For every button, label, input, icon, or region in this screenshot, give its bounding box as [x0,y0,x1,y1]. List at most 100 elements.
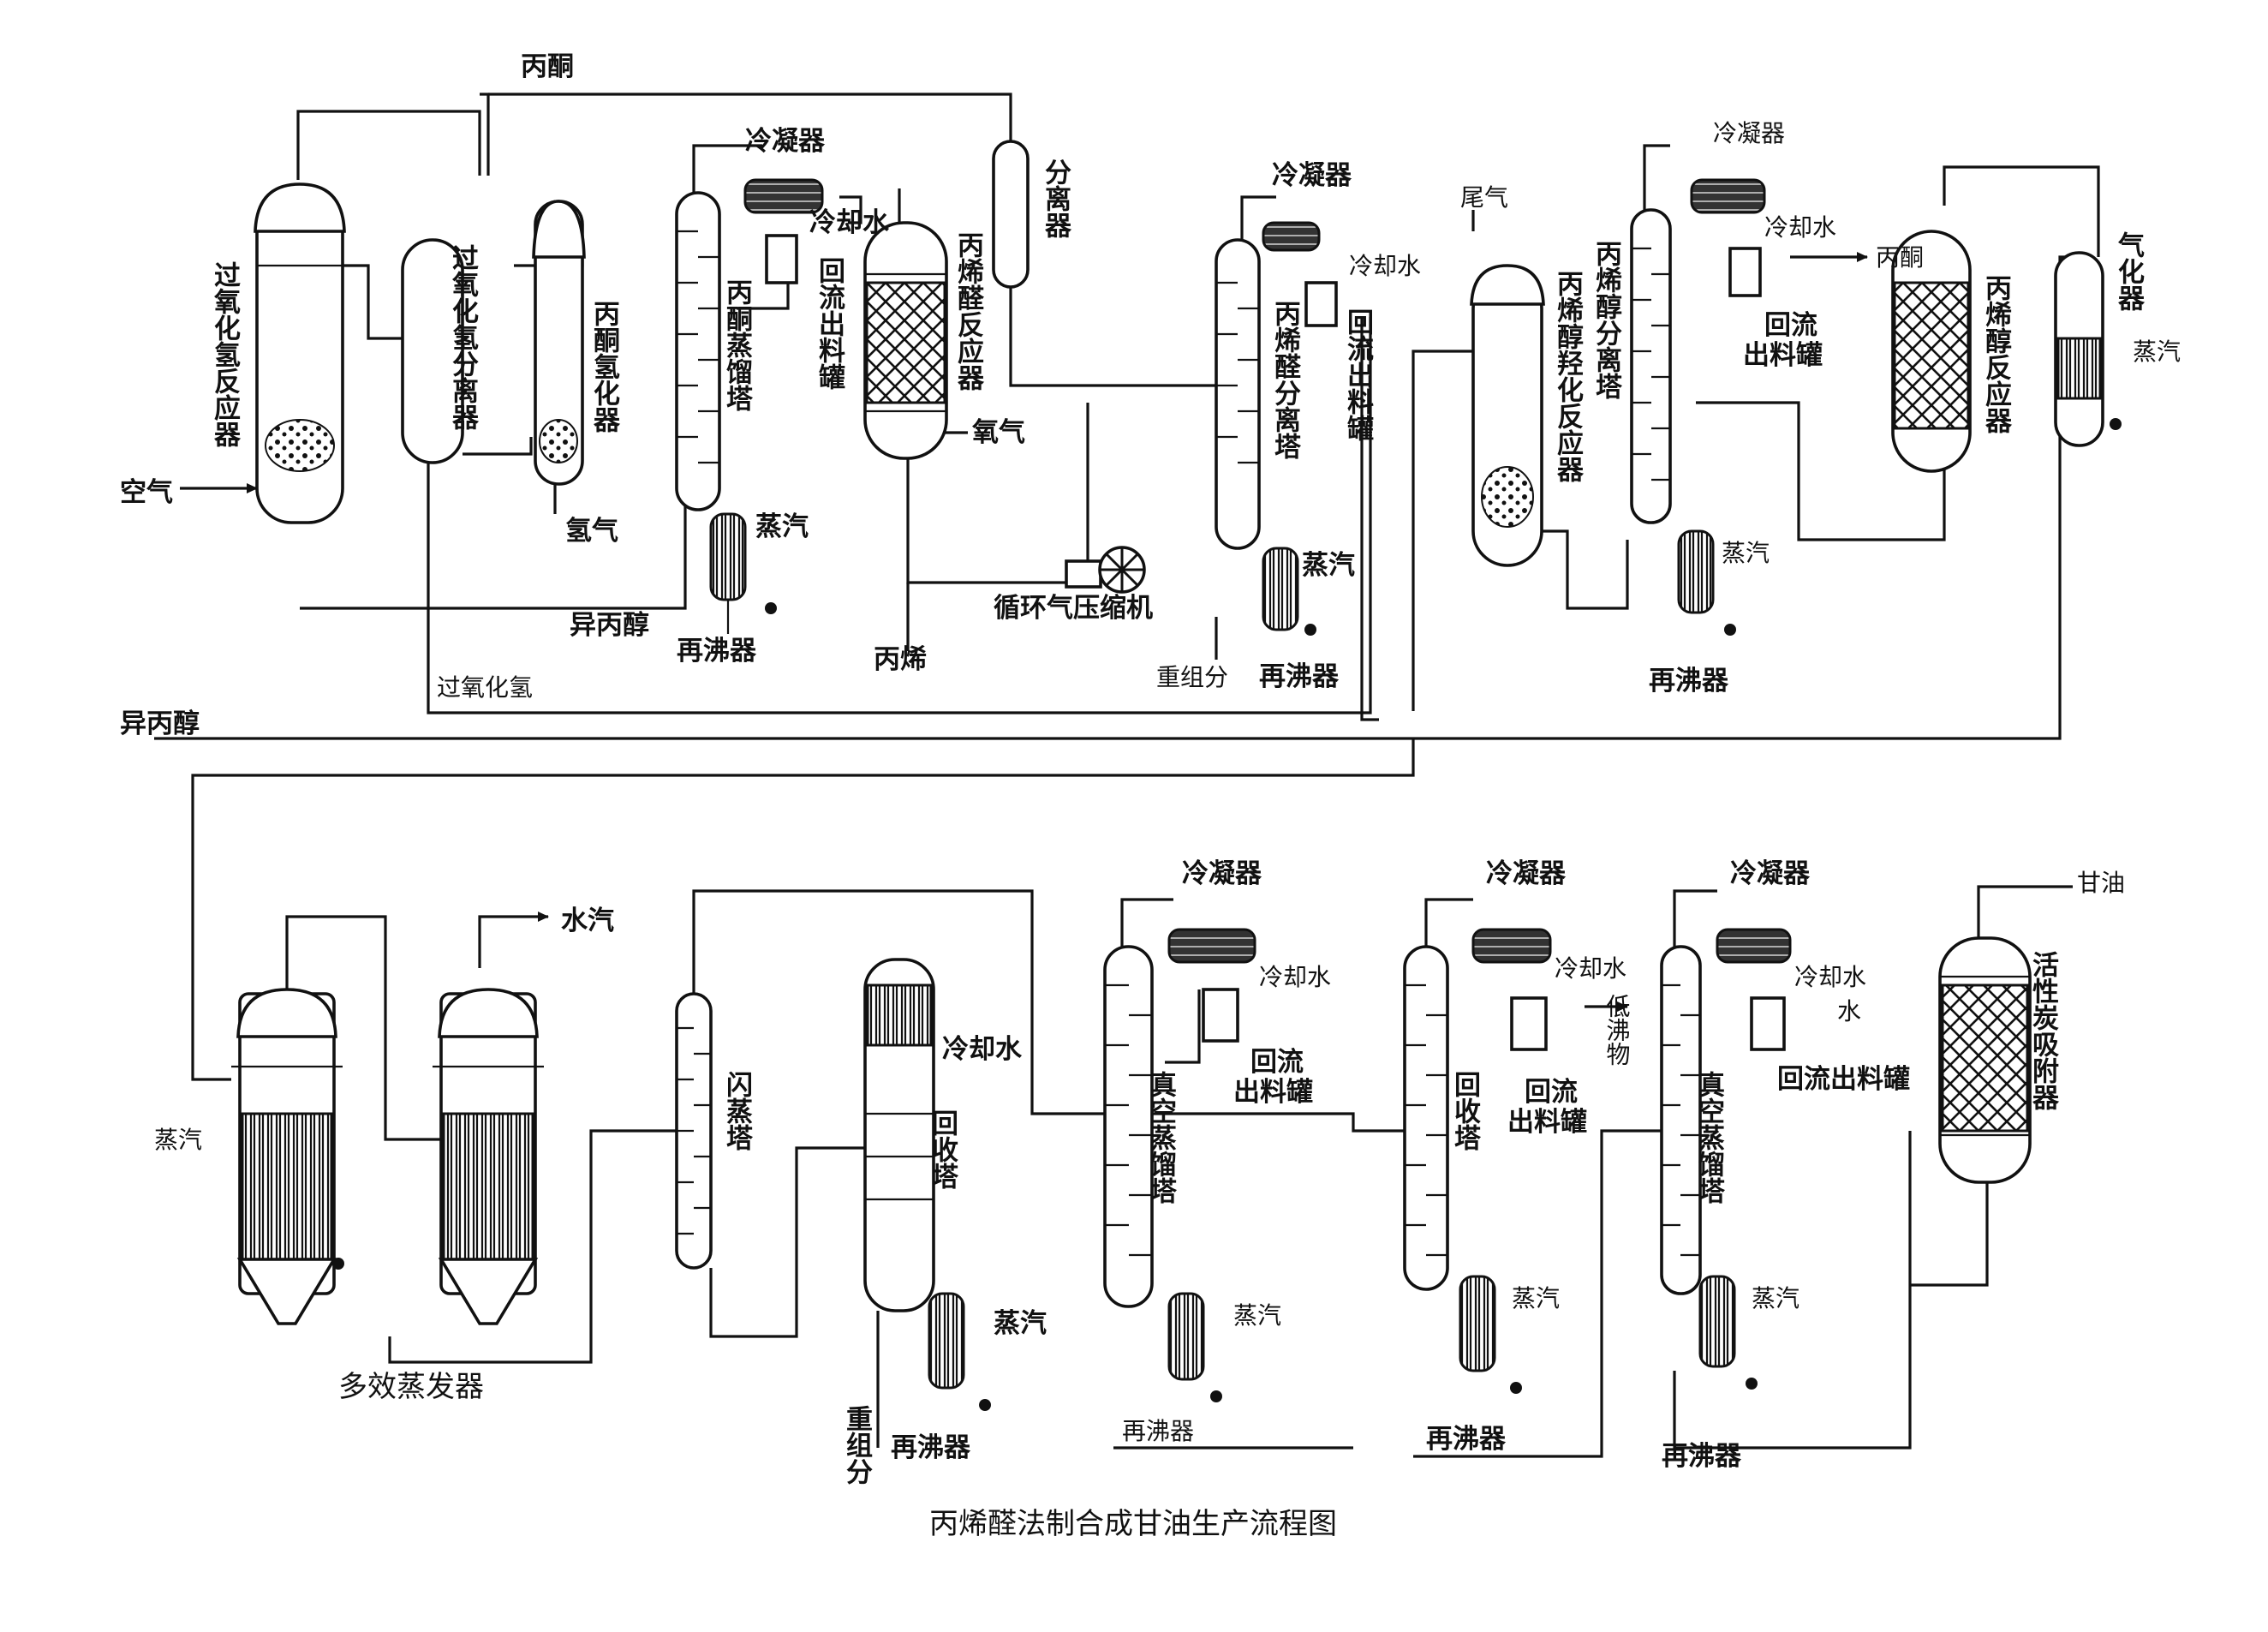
label-isopropanol-2: 异丙醇 [120,708,200,739]
recovery-2-overhead [1424,898,1473,951]
label-hydroxylation-reactor: 丙烯醇羟化反应器 [1552,270,1585,482]
label-water-vapor: 水汽 [561,906,614,936]
condenser-3 [1690,178,1766,214]
multi-effect-evaporator-1 [231,988,344,1325]
recovery-column-1 [863,958,935,1312]
acetone-distillation-column [675,191,721,511]
label-steam-5: 蒸汽 [1233,1301,1281,1330]
label-glycerol: 甘油 [2077,869,2125,897]
row1-pipelines [154,93,2100,1081]
label-reflux-5a: 回流 [1525,1077,1578,1108]
allyl-reactor-line [1696,401,1946,541]
label-reflux-drum-1: 回流出料罐 [814,257,845,390]
allyl-alcohol-separation-column [1630,208,1672,524]
label-low-boilers: 低沸物 [1603,994,1632,1066]
label-water: 水 [1837,997,1861,1025]
label-reboiler-4: 再沸器 [891,1432,971,1463]
label-h2o2-separator: 过氧化氢分离器 [447,244,480,430]
label-steam-1: 蒸汽 [755,511,809,542]
label-allyl-reactor: 丙烯醇反应器 [1980,274,2013,433]
label-acrolein-reactor: 丙烯醛反应器 [952,231,985,391]
recovery-column-2 [1403,945,1449,1291]
water-vapor-line [478,912,549,968]
reboiler-4 [928,1292,991,1411]
label-reboiler-5: 再沸器 [1122,1417,1194,1445]
flash-to-vacuum [692,889,1105,1115]
label-cw-4: 冷却水 [942,1034,1023,1065]
reboiler-1 [709,512,777,634]
label-reflux-5b: 出料罐 [1507,1107,1587,1138]
label-recovery-column-1: 回收塔 [927,1109,958,1189]
row1-equipment [254,140,2122,636]
label-steam-2: 蒸汽 [1302,550,1355,581]
label-condenser-1: 冷凝器 [745,126,826,157]
label-reflux-4b: 出料罐 [1233,1077,1313,1108]
reflux-drum-6 [1750,996,1786,1051]
adsorber-bottom [1910,1182,1989,1287]
label-cw-2: 冷却水 [1349,252,1421,280]
label-steam-3: 蒸汽 [1722,539,1770,567]
flash-column [675,992,713,1270]
reboiler-7 [1698,1275,1758,1390]
vacuum-to-recovery2 [1139,1112,1405,1133]
label-condenser-2: 冷凝器 [1272,160,1352,191]
label-reboiler-6: 再沸器 [1426,1424,1507,1455]
label-steam-evap: 蒸汽 [154,1126,202,1154]
separator-to-column [1009,283,1216,387]
label-cw-1: 冷却水 [809,207,890,238]
acetone-column-overhead [692,144,762,197]
acrolein-column-overhead [1240,195,1276,240]
label-heavy-2: 重组分 [841,1405,873,1486]
acetone-cond-drain [839,195,862,224]
label-condenser-3: 冷凝器 [1713,119,1785,147]
acetone-top-line [296,110,481,180]
label-cw-5: 冷却水 [1259,963,1331,991]
multi-effect-evaporator-2 [433,988,544,1325]
condenser-1 [743,178,824,214]
reboiler-5 [1167,1292,1222,1402]
row2-equipment [231,928,2032,1411]
cycle-gas-line [906,403,1089,584]
label-hydrogen: 氢气 [565,516,618,547]
condenser-6 [1716,928,1792,964]
label-condenser-4: 冷凝器 [1182,858,1262,889]
vacuum2-to-adsorber [1673,1131,1912,1450]
allyl-hydroxylation-reactor [1470,264,1545,567]
label-acetone-top: 丙酮 [521,51,574,82]
vacuum-2-overhead [1673,889,1717,951]
label-reboiler-2: 再沸器 [1259,661,1340,692]
label-steam-vaporizer: 蒸汽 [2133,338,2181,366]
reflux-drum-2 [1304,281,1338,327]
reflux-drum-1 [765,234,798,284]
row1-labels: 丙酮 过氧化氢反应器 空气 过氧化氢分离器 丙酮氢化器 氢气 丙酮蒸馏塔 冷凝器… [120,51,2181,739]
label-vaporizer: 气化器 [2113,231,2146,311]
hydroxylation-feed [1412,350,1473,711]
label-condenser-6: 冷凝器 [1730,858,1811,889]
label-reflux-3a: 回流 [1764,310,1817,341]
figure-caption: 丙烯醛法制合成甘油生产流程图 [929,1507,1337,1541]
cycle-gas-compressor [1065,546,1146,594]
label-flash-column: 闪蒸塔 [721,1071,753,1151]
label-evaporator: 多效蒸发器 [338,1370,484,1404]
separator [992,140,1030,289]
label-h2o2-stream: 过氧化氢 [437,673,533,702]
label-vacuum-column-1: 真空蒸馏塔 [1145,1071,1177,1204]
label-heavy-1: 重组分 [1156,663,1228,691]
label-steam-6: 蒸汽 [1512,1284,1560,1312]
evap1-to-evap2 [285,915,445,1141]
label-reflux-drum-2: 回流出料罐 [1342,308,1374,441]
label-tail-gas: 尾气 [1460,183,1508,212]
label-reflux-drum-6: 回流出料罐 [1777,1064,1910,1095]
reflux-drum-5 [1510,996,1548,1051]
label-propylene: 丙烯 [874,644,927,675]
vacuum-1-reflux [1165,989,1201,1064]
label-air: 空气 [120,477,173,508]
h2o2-line [427,317,1372,714]
evap-to-flash [388,1129,677,1364]
label-acetone-right: 丙酮 [1876,243,1924,272]
acrolein-product-line [1360,317,1379,721]
label-separator: 分离器 [1040,158,1072,238]
allyl-column-overhead [1643,144,1670,214]
reflux-drum-3 [1728,247,1762,297]
